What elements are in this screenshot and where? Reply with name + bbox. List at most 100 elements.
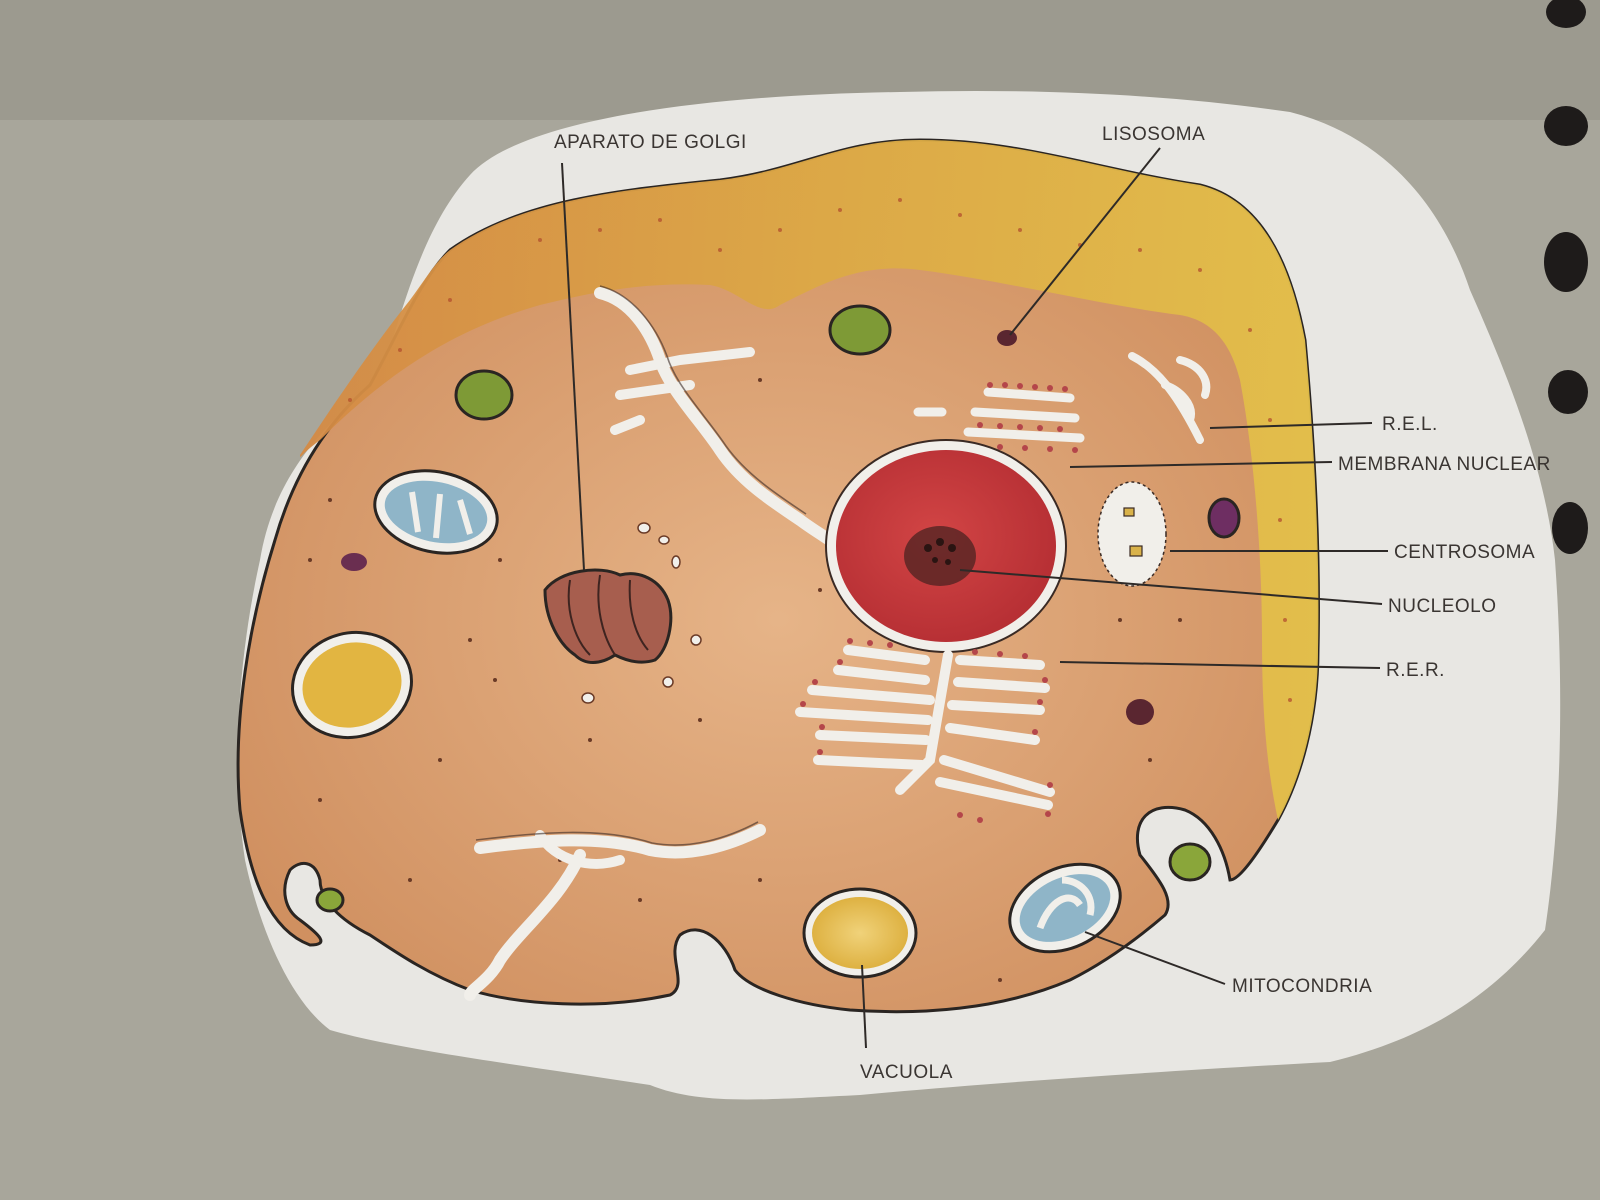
dot — [588, 738, 592, 742]
dot — [408, 878, 412, 882]
green-vesicles — [315, 304, 1212, 913]
golgi-vesicle — [662, 676, 674, 688]
rer-cisterna — [935, 777, 1053, 810]
speckle — [348, 398, 352, 402]
leader-lines — [561, 147, 1388, 1049]
ribosome — [819, 724, 825, 730]
ribosome — [1057, 426, 1063, 432]
vacuole-left — [291, 630, 413, 740]
binding-hole — [1544, 106, 1588, 146]
speckle — [1248, 328, 1252, 332]
speckle — [538, 238, 542, 242]
green-vesicle — [828, 304, 892, 356]
ribosome — [997, 651, 1003, 657]
speckle — [958, 213, 962, 217]
rer-cisterna — [807, 685, 935, 705]
ribosome — [987, 382, 993, 388]
cristae — [409, 491, 473, 539]
label-lisosoma: LISOSOMA — [1102, 124, 1205, 145]
label-mitocondria: MITOCONDRIA — [1232, 976, 1372, 997]
nucleolus-granules — [924, 538, 956, 565]
speckle — [838, 208, 842, 212]
speckle — [1283, 618, 1287, 622]
endoplasmic-outline — [475, 285, 807, 846]
ribosome — [1032, 384, 1038, 390]
mitochondrion-left — [373, 469, 499, 555]
ribosome — [817, 749, 823, 755]
binding-holes — [1544, 0, 1588, 554]
golgi-cisterna-line — [567, 574, 649, 656]
speckle — [1138, 248, 1142, 252]
ribosome — [1047, 446, 1053, 452]
ribosome — [1047, 782, 1053, 788]
lysosome — [1207, 497, 1241, 539]
rer-cisterna — [963, 427, 1085, 443]
golgi-vesicles — [581, 522, 702, 704]
lysosome — [341, 553, 367, 571]
er-channel — [464, 824, 766, 1001]
mitochondrion-right — [1008, 862, 1122, 954]
label-rel: R.E.L. — [1382, 414, 1438, 435]
cortex-speckles — [348, 198, 1292, 702]
centriole — [1123, 507, 1135, 517]
leader-vacuola — [861, 964, 867, 1049]
golgi-vesicle — [658, 535, 670, 545]
speckle — [1018, 228, 1022, 232]
ribosome — [977, 422, 983, 428]
ribosome — [887, 642, 893, 648]
speckle — [1198, 268, 1202, 272]
granule — [932, 557, 938, 563]
ribosome — [800, 701, 806, 707]
ribosome — [1062, 386, 1068, 392]
dot — [1148, 758, 1152, 762]
green-vesicle — [454, 369, 514, 421]
rer-cisterna — [795, 707, 933, 725]
golgi-vesicle — [637, 522, 651, 534]
label-rer: R.E.R. — [1386, 660, 1445, 681]
centrosome-body — [1097, 481, 1167, 587]
rer-spine — [895, 650, 953, 795]
green-vesicle — [1168, 842, 1212, 882]
label-centrosoma: CENTROSOMA — [1394, 542, 1535, 563]
lysosomes — [341, 330, 1241, 725]
label-vacuola: VACUOLA — [860, 1062, 953, 1083]
speckle — [658, 218, 662, 222]
ribosome — [1037, 699, 1043, 705]
granule — [936, 538, 944, 546]
golgi-vesicle — [581, 692, 595, 704]
dot — [468, 638, 472, 642]
endoplasmic-channels — [464, 287, 856, 1001]
speckle — [718, 248, 722, 252]
speckle — [1288, 698, 1292, 702]
dot — [1178, 618, 1182, 622]
dot — [328, 498, 332, 502]
dot — [698, 718, 702, 722]
lysosome — [1126, 699, 1154, 725]
er-outline — [599, 285, 807, 515]
ribosome — [1002, 382, 1008, 388]
ribosome — [847, 638, 853, 644]
dot — [438, 758, 442, 762]
ribosome — [1047, 385, 1053, 391]
speckle — [898, 198, 902, 202]
golgi-vesicle — [671, 555, 681, 569]
leader-mitocondria — [1084, 931, 1226, 985]
leader-lisosoma — [1009, 147, 1161, 336]
granule — [948, 544, 956, 552]
smooth-er — [1128, 352, 1211, 444]
ribosome — [1017, 383, 1023, 389]
centrosome — [1097, 481, 1167, 587]
dot — [318, 798, 322, 802]
ribosome — [1037, 425, 1043, 431]
granule — [924, 544, 932, 552]
rer-cisterna — [983, 387, 1075, 403]
rer-cisterna — [945, 723, 1040, 745]
ribosome — [977, 817, 983, 823]
ribosome — [972, 649, 978, 655]
vacuole-inner — [812, 897, 908, 969]
ribosome — [867, 640, 873, 646]
speckle — [778, 228, 782, 232]
label-golgi: APARATO DE GOLGI — [554, 132, 747, 153]
leader-rel — [1209, 422, 1373, 429]
